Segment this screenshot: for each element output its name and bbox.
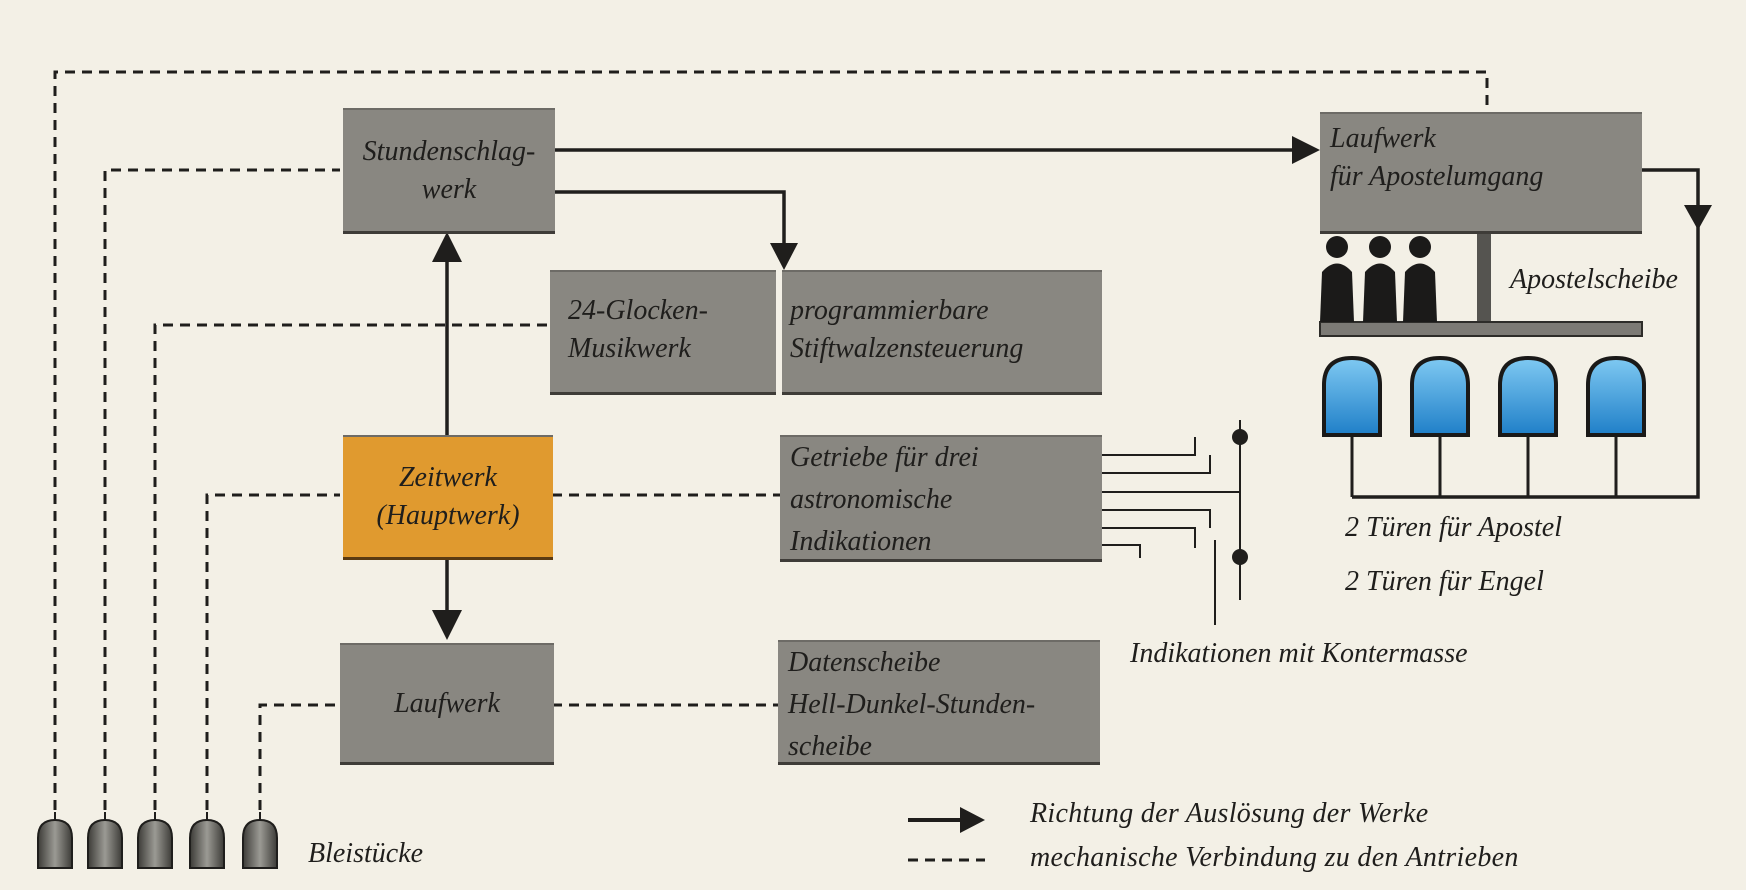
getriebe-label: Getriebe für drei astronomische Indikati… xyxy=(790,442,979,557)
tueren-engel-label: 2 Türen für Engel xyxy=(1345,566,1544,597)
apostelscheibe-label: Apostelscheibe xyxy=(1510,264,1678,295)
apostle-figures xyxy=(1320,236,1437,322)
arrow-line-apostel-loop xyxy=(1640,168,1700,205)
dashed-line-glocken xyxy=(153,323,550,810)
legend-arrow-text: Richtung der Auslösung der Werke xyxy=(1030,798,1429,829)
stiftwalzensteuerung-label: programmierbare Stiftwalzensteuerung xyxy=(790,295,1024,364)
zeitwerk-hauptwerk-box: Zeitwerk (Hauptwerk) xyxy=(343,435,553,560)
door-connector xyxy=(1350,435,1618,497)
dashed-line-stundenschlag xyxy=(103,168,340,810)
door xyxy=(1410,355,1470,437)
indication-linkage xyxy=(1100,420,1241,625)
apostle-figure xyxy=(1403,236,1437,322)
datenscheibe-box: Datenscheibe Hell-Dunkel-Stunden- scheib… xyxy=(778,640,1100,765)
lead-weight xyxy=(189,818,225,869)
getriebe-box: Getriebe für drei astronomische Indikati… xyxy=(780,435,1102,562)
apostle-disc-plate xyxy=(1319,321,1643,337)
lead-weight xyxy=(87,818,123,869)
arrowhead-loop xyxy=(1684,205,1712,230)
tueren-apostel-label: 2 Türen für Apostel xyxy=(1345,512,1563,543)
zeitwerk-hauptwerk-label: Zeitwerk (Hauptwerk) xyxy=(376,462,520,531)
glocken-musikwerk-box: 24-Glocken- Musikwerk xyxy=(550,270,776,395)
laufwerk-apostelumgang-label: Laufwerk für Apostelumgang xyxy=(1330,123,1544,192)
apostle-figure xyxy=(1363,236,1397,322)
laufwerk-box: Laufwerk xyxy=(340,643,554,765)
dashed-line-laufwerk xyxy=(258,703,340,810)
apostle-disc-post xyxy=(1477,232,1491,324)
bleistuecke-label: Bleistücke xyxy=(308,838,424,869)
counter-mass-bottom xyxy=(1232,549,1248,565)
arrowhead-right xyxy=(1292,136,1320,164)
datenscheibe-label: Datenscheibe Hell-Dunkel-Stunden- scheib… xyxy=(788,647,1036,762)
arrowhead-walze xyxy=(770,243,798,270)
stundenschlagwerk-label: Stundenschlag- werk xyxy=(362,135,536,205)
lead-weight xyxy=(37,818,73,869)
door xyxy=(1498,355,1558,437)
arrow-line-loop-right xyxy=(1352,225,1700,499)
stundenschlagwerk-box: Stundenschlag- werk xyxy=(343,108,555,234)
lead-weight xyxy=(242,818,278,869)
arrow-line-schlag-to-walze xyxy=(554,190,786,245)
dashed-line-apostel xyxy=(53,70,1489,810)
laufwerk-label: Laufwerk xyxy=(394,687,500,719)
glocken-musikwerk-label: 24-Glocken- Musikwerk xyxy=(568,295,708,364)
legend-arrowhead xyxy=(960,807,985,833)
door xyxy=(1322,355,1382,437)
counter-mass-top xyxy=(1232,429,1248,445)
arrowhead-down xyxy=(432,610,462,640)
stiftwalzensteuerung-box: programmierbare Stiftwalzensteuerung xyxy=(782,270,1102,395)
lead-weight xyxy=(137,818,173,869)
legend-dashed-text: mechanische Verbindung zu den Antrieben xyxy=(1030,842,1519,873)
indikationen-kontermasse-label: Indikationen mit Kontermasse xyxy=(1130,638,1468,669)
laufwerk-apostelumgang-box: Laufwerk für Apostelumgang xyxy=(1320,112,1642,234)
dashed-line-zeitwerk xyxy=(205,493,340,810)
arrowhead-up xyxy=(432,232,462,262)
apostle-figure xyxy=(1320,236,1354,322)
door xyxy=(1586,355,1646,437)
